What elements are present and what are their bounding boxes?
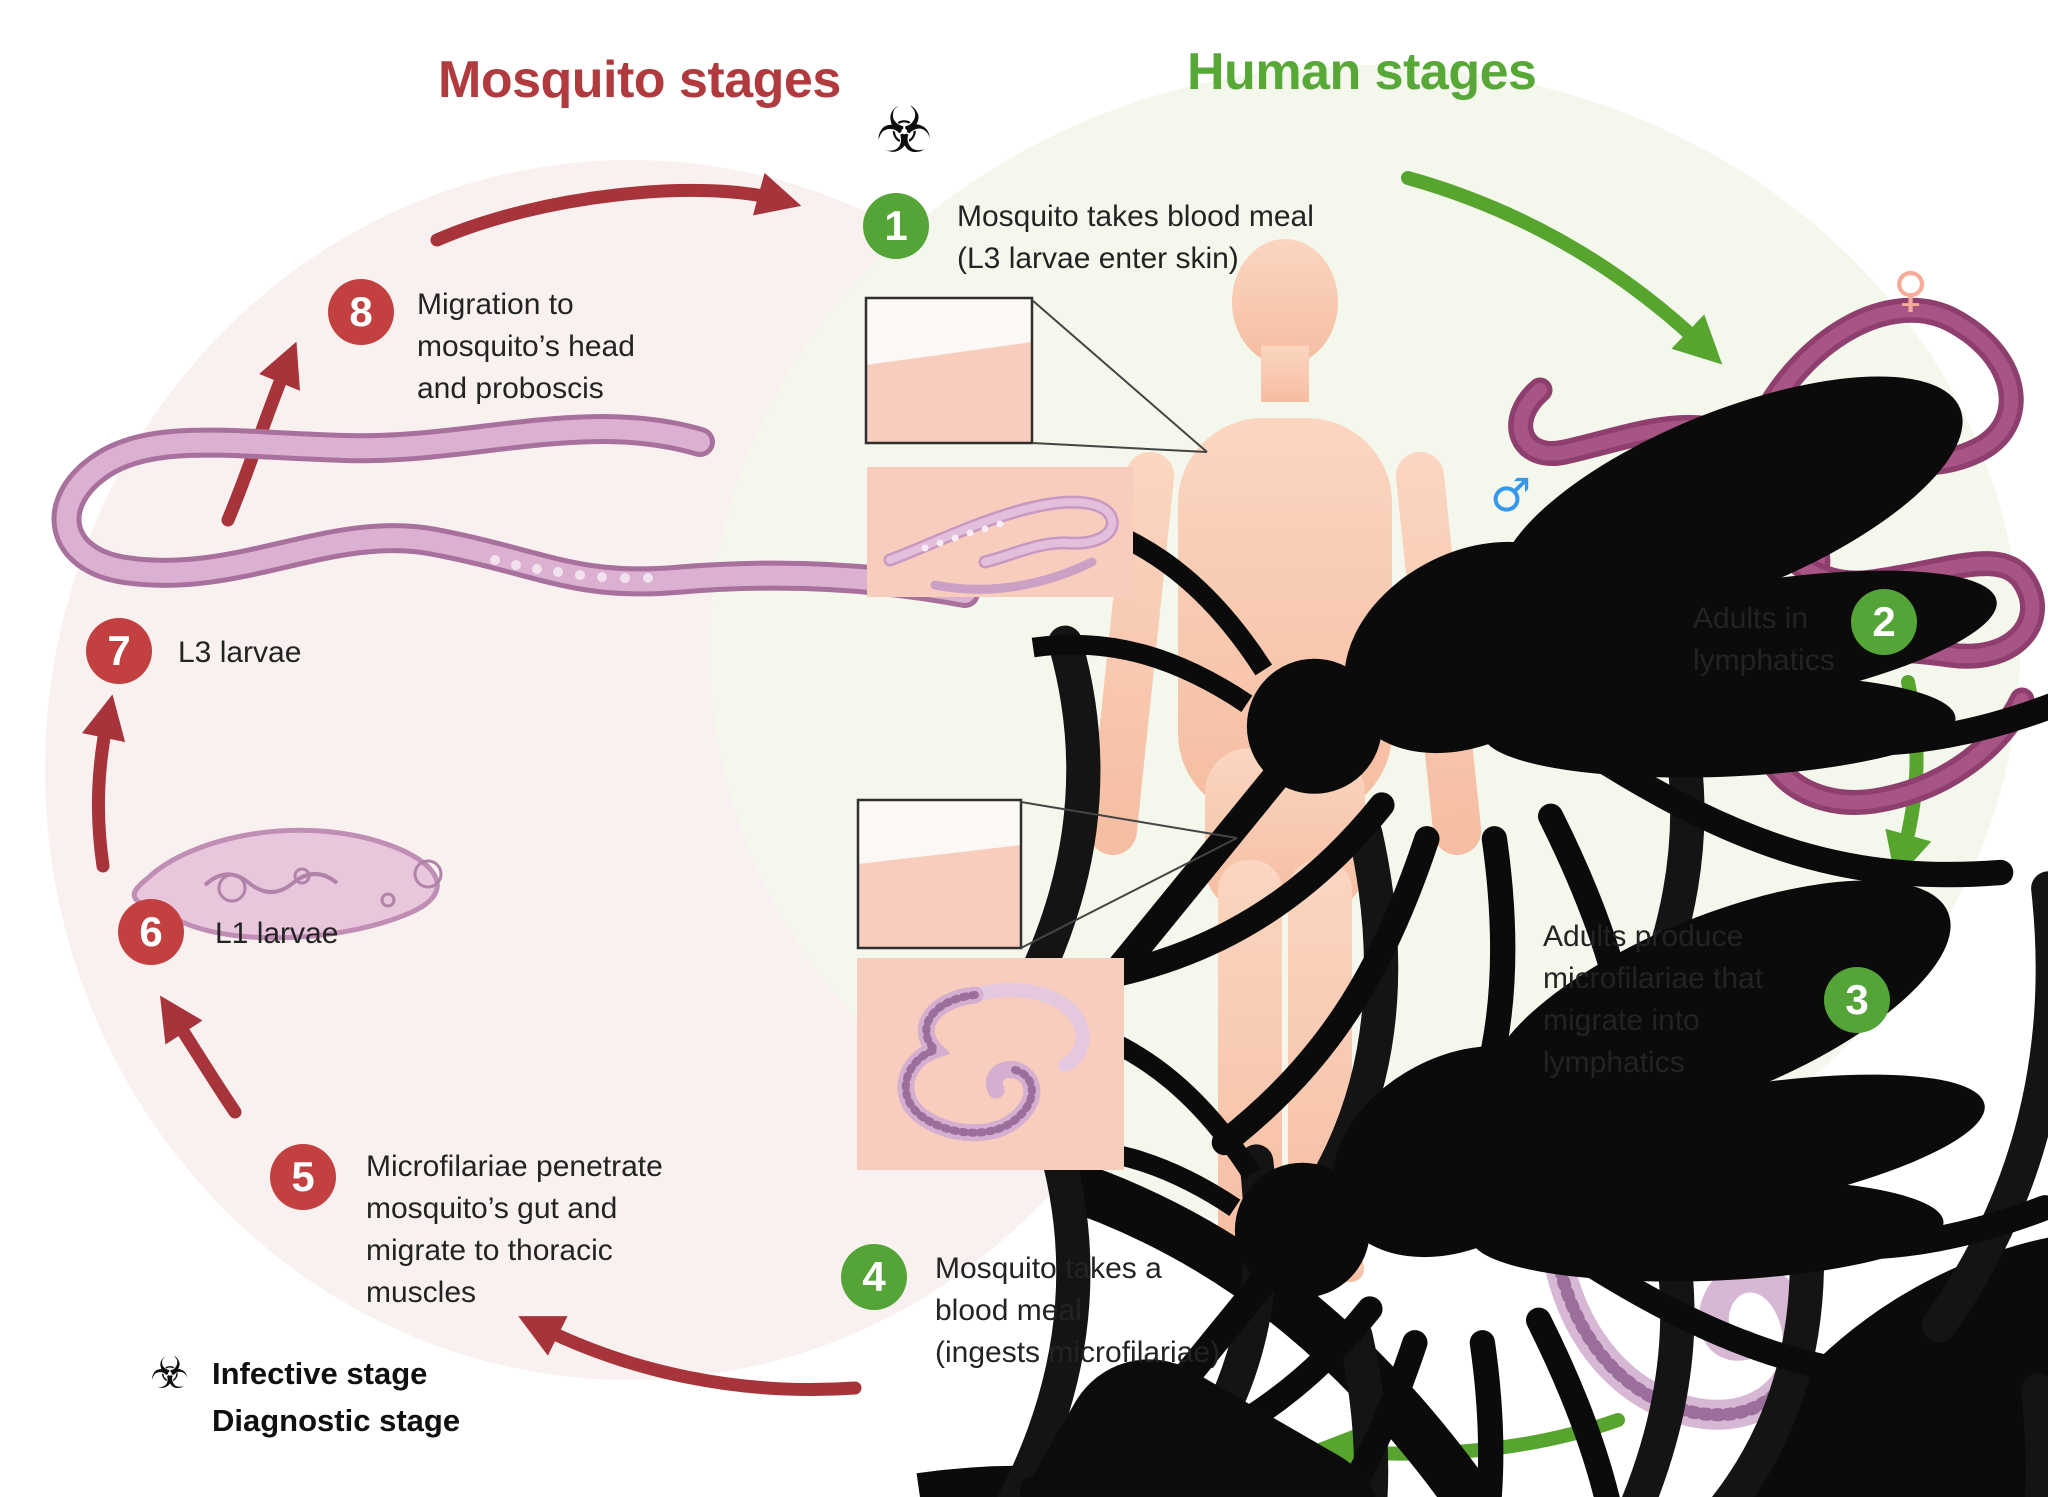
- inset-connector-upper: [1031, 299, 1208, 453]
- legend-diagnostic-stage: Diagnostic stage: [212, 1403, 461, 1438]
- red-arrow-4-to-5: [518, 1316, 862, 1396]
- step-1-text: Mosquito takes blood meal (L3 larvae ent…: [957, 200, 1314, 275]
- step-5-badge: 5: [270, 1144, 336, 1210]
- red-arrow-6-to-7: [81, 694, 126, 873]
- inset-mosquito-bite-lower: [856, 798, 2048, 1497]
- step-3-badge: 3: [1824, 967, 1890, 1033]
- step-5-text: Microfilariae penetrate mosquito’s gut a…: [366, 1150, 663, 1309]
- inset-connector-lower: [1020, 801, 1238, 949]
- step-7-text: L3 larvae: [178, 636, 302, 669]
- red-arrow-8-to-1: [430, 172, 802, 247]
- red-arrow-5-to-6: [159, 995, 242, 1119]
- female-symbol: ♀: [1893, 262, 1929, 318]
- mosquito-stages-title: Mosquito stages: [438, 51, 841, 109]
- biohazard-icon: ☣: [875, 94, 933, 168]
- inset-mosquito-bite-upper: [864, 296, 2048, 1497]
- l3-larvae-worm-illustration: [51, 414, 980, 608]
- male-symbol: ♂: [1490, 468, 1532, 522]
- step-2-text: Adults in lymphatics: [1693, 602, 1835, 677]
- step-3-text: Adults produce microfilariae that migrat…: [1543, 920, 1764, 1079]
- step-4-badge: 4: [841, 1244, 907, 1310]
- step-7-badge: 7: [86, 618, 152, 684]
- step-8-text: Migration to mosquito’s head and probosc…: [417, 288, 635, 405]
- step-2-badge: 2: [1851, 589, 1917, 655]
- biohazard-icon-legend: ☣: [150, 1348, 190, 1399]
- l3-larvae-skin-box: [867, 467, 1133, 597]
- step-8-badge: 8: [328, 279, 394, 345]
- step-6-badge: 6: [118, 899, 184, 965]
- step-6-text: L1 larvae: [215, 917, 339, 950]
- green-arrow-1-to-2: [1401, 171, 1723, 365]
- l1-larva-illustration: [131, 827, 443, 941]
- legend-infective-stage: Infective stage: [212, 1356, 428, 1391]
- human-stages-title: Human stages: [1187, 43, 1537, 101]
- red-cycle-arrows: [81, 172, 862, 1396]
- microfilaria-blood-box: [857, 958, 1124, 1170]
- step-4-text: Mosquito takes a blood meal (ingests mic…: [935, 1252, 1221, 1369]
- step-1-badge: 1: [863, 193, 929, 259]
